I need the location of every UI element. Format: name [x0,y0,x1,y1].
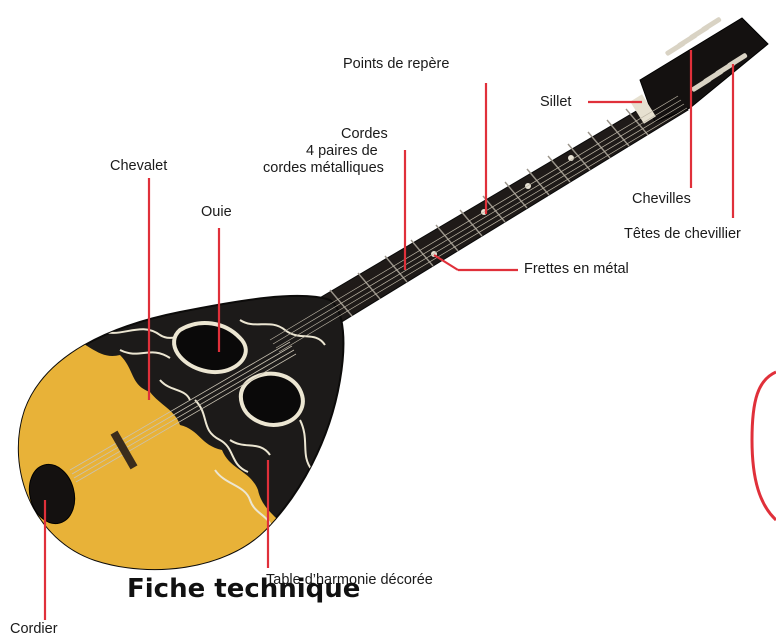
label-cordes-2: 4 paires de [306,143,378,160]
label-cordier: Cordier [10,621,58,638]
label-chevilles: Chevilles [632,191,691,208]
label-ouie: Ouie [201,204,232,221]
label-cordes-3: cordes métalliques [263,160,384,177]
page-title: Fiche technique [127,574,360,604]
label-frettes: Frettes en métal [524,261,629,278]
label-chevalet: Chevalet [110,158,167,175]
label-points-de-repere: Points de repère [343,56,449,73]
label-cordes-1: Cordes [341,126,388,143]
decorative-arc [752,372,776,520]
headstock [630,16,768,123]
label-sillet: Sillet [540,94,571,111]
label-tetes-de-chevillier: Têtes de chevillier [624,226,741,243]
